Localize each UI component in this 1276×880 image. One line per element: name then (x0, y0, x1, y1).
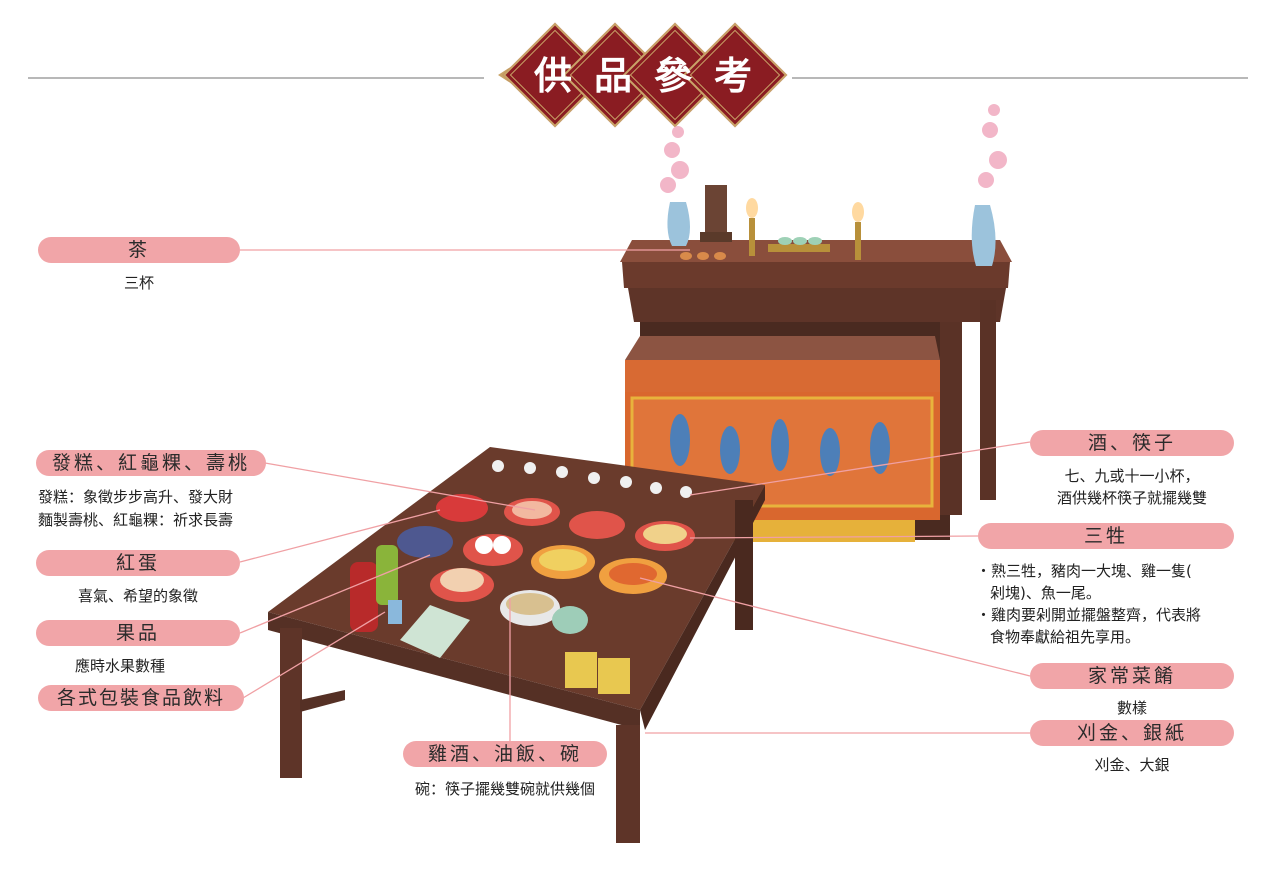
title-char: 考 (713, 53, 752, 98)
title-char: 供 (533, 53, 572, 98)
desc-red-eggs: 喜氣、希望的象徵 (77, 587, 198, 605)
label-dishes: 家常菜餚 (1030, 663, 1234, 689)
vases (660, 104, 1007, 266)
desc-wine-chopsticks-line2: 酒供幾杯筷子就擺幾雙 (1056, 489, 1207, 507)
title-banner: 供 品 參 考 (496, 22, 788, 128)
desc-three-meats-line3: ・雞肉要剁開並擺盤整齊，代表將 (976, 606, 1202, 624)
label-packaged: 各式包裝食品飲料 (38, 685, 244, 711)
desc-dishes: 數樣 (1116, 699, 1147, 717)
label-paper-money: 刈金、銀紙 (1030, 720, 1234, 746)
altar-cloth (625, 336, 940, 542)
offering-food (350, 460, 695, 694)
offering-table (268, 447, 765, 843)
title-char: 品 (593, 53, 632, 98)
label-cakes: 發糕、紅龜粿、壽桃 (36, 450, 266, 476)
label-tea: 茶 (38, 237, 240, 263)
desc-three-meats-line1: ・熟三牲，豬肉一大塊、雞一隻( (976, 562, 1192, 580)
header-rule-right (792, 77, 1248, 79)
desc-three-meats-line4: 食物奉獻給祖先享用。 (990, 628, 1141, 646)
desc-three-meats-line2: 剁塊)、魚一尾。 (990, 584, 1101, 602)
desc-fruit: 應時水果數種 (74, 657, 165, 675)
label-chicken-wine: 雞酒、油飯、碗 (403, 741, 607, 767)
label-three-meats: 三牲 (978, 523, 1234, 549)
desc-paper-money: 刈金、大銀 (1094, 756, 1170, 774)
desc-chicken-wine: 碗：筷子擺幾雙碗就供幾個 (414, 780, 595, 798)
title-char: 參 (653, 53, 692, 98)
desc-wine-chopsticks-line1: 七、九或十一小杯， (1064, 467, 1200, 485)
desc-cakes-line2: 麵製壽桃、紅龜粿：祈求長壽 (38, 511, 234, 529)
label-fruit: 果品 (36, 620, 240, 646)
desc-cakes-line1: 發糕：象徵步步高升、發大財 (38, 488, 234, 506)
header-rule-left (28, 77, 484, 79)
label-red-eggs: 紅蛋 (36, 550, 240, 576)
label-wine-chopsticks: 酒、筷子 (1030, 430, 1234, 456)
desc-tea: 三杯 (123, 274, 154, 292)
leader-lines (239, 249, 1031, 742)
altar-items (680, 185, 864, 260)
